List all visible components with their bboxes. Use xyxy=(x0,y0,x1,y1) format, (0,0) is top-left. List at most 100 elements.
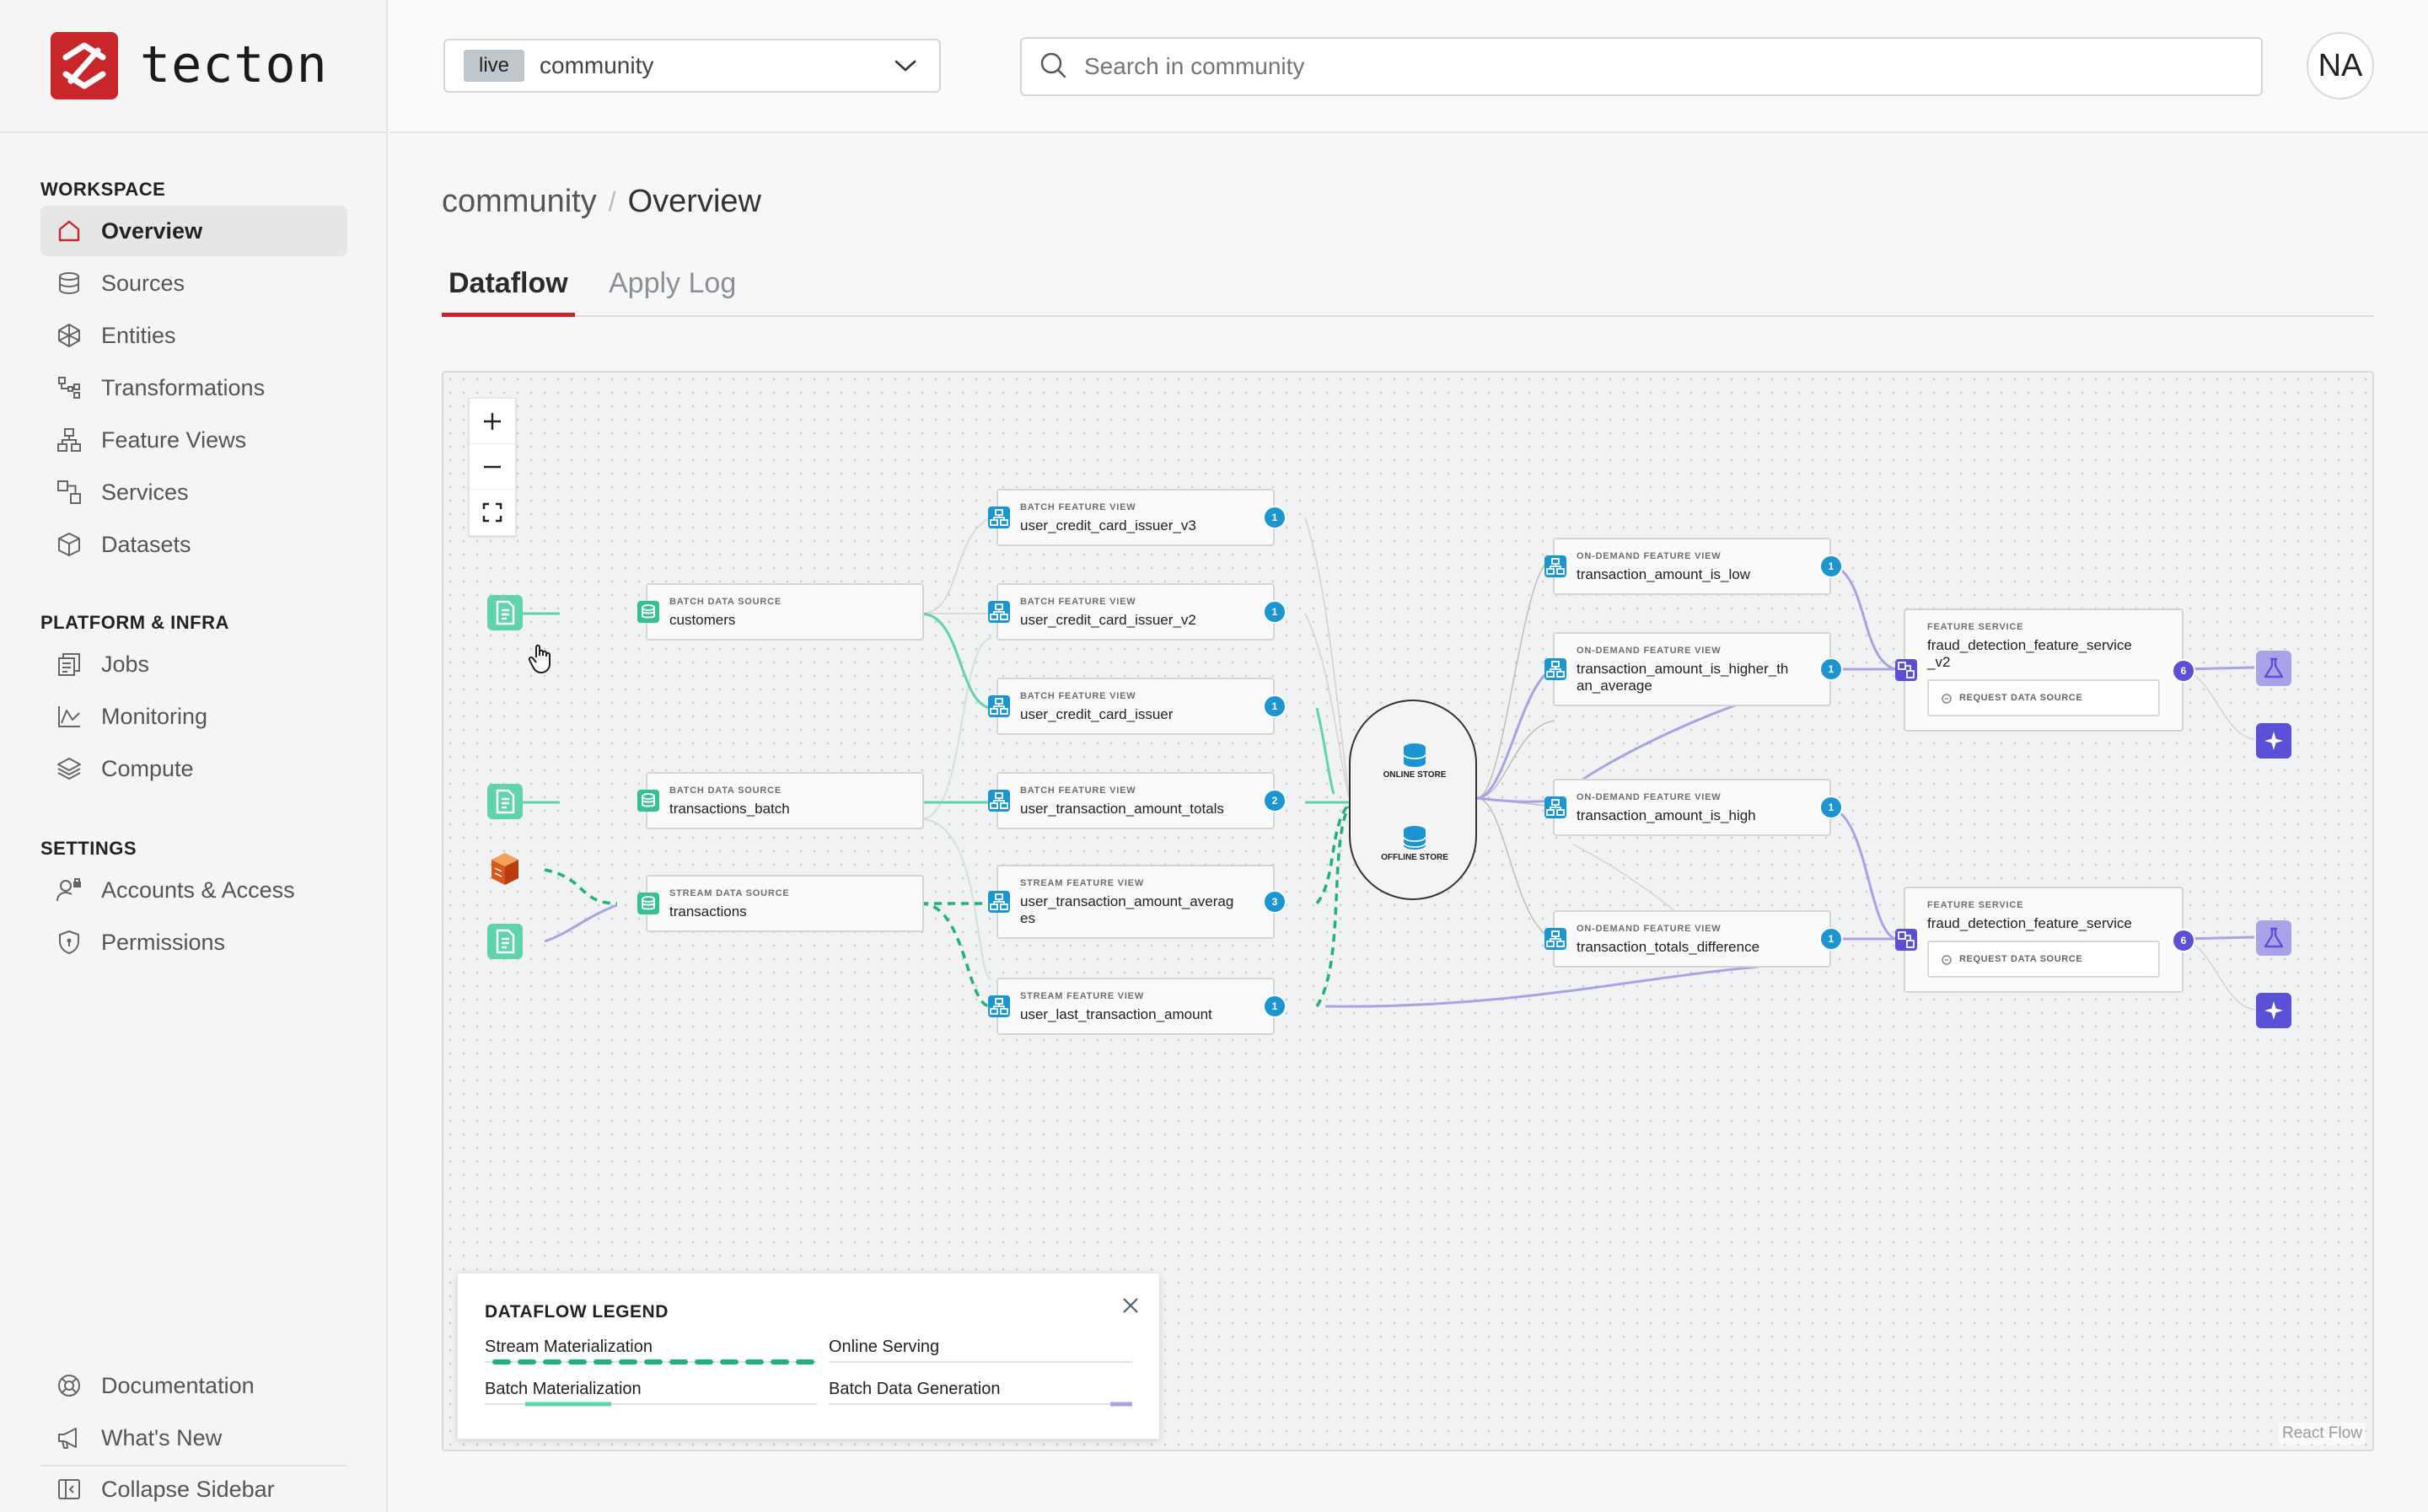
feature-count-badge: 1 xyxy=(1263,506,1287,529)
feature-view-icon xyxy=(1544,555,1566,577)
sidebar-divider xyxy=(40,1465,347,1466)
feature-count-badge: 1 xyxy=(1263,600,1287,624)
dataflow-canvas[interactable]: BATCH DATA SOURCE customers BATCH DATA S… xyxy=(442,371,2374,1451)
file-source-icon[interactable] xyxy=(487,924,523,959)
close-icon[interactable] xyxy=(1115,1290,1146,1321)
online-serving-sparkle-icon[interactable] xyxy=(2256,723,2291,759)
tab-apply-log[interactable]: Apply Log xyxy=(609,267,737,299)
feature-view-icon xyxy=(1544,796,1566,818)
node-type: STREAM FEATURE VIEW xyxy=(1020,878,1144,888)
avatar[interactable]: NA xyxy=(2307,32,2374,99)
request-data-source[interactable]: REQUEST DATA SOURCE xyxy=(1927,679,2160,716)
breadcrumb-workspace[interactable]: community xyxy=(442,184,597,219)
sidebar-item-label: Permissions xyxy=(101,929,226,955)
legend-stream-label: Stream Materialization xyxy=(485,1338,653,1356)
edge xyxy=(1304,613,1350,799)
node-type: STREAM DATA SOURCE xyxy=(669,888,790,898)
node-on-demand-amount-is-high[interactable]: ON-DEMAND FEATURE VIEW transaction_amoun… xyxy=(1544,779,1843,836)
node-feature-view-issuer-v3[interactable]: BATCH FEATURE VIEW user_credit_card_issu… xyxy=(988,489,1287,546)
sidebar-item-jobs[interactable]: Jobs xyxy=(40,639,347,689)
sidebar-item-label: Monitoring xyxy=(101,703,208,729)
legend-stream-line xyxy=(492,1359,817,1365)
sidebar-item-permissions[interactable]: Permissions xyxy=(40,917,347,968)
node-type: BATCH DATA SOURCE xyxy=(669,597,782,607)
workspace-selector[interactable]: live community xyxy=(443,39,941,93)
node-on-demand-amount-is-higher-than-average[interactable]: ON-DEMAND FEATURE VIEW transaction_amoun… xyxy=(1544,632,1843,706)
node-on-demand-amount-is-low[interactable]: ON-DEMAND FEATURE VIEW transaction_amoun… xyxy=(1544,538,1843,595)
database-icon xyxy=(54,268,84,298)
zoom-in-button[interactable] xyxy=(470,399,515,444)
sidebar-item-label: Sources xyxy=(101,270,185,296)
edge xyxy=(920,902,991,1008)
feature-service-icon xyxy=(1895,659,1917,681)
node-type: BATCH FEATURE VIEW xyxy=(1020,785,1136,796)
node-feature-service-v2[interactable]: FEATURE SERVICE fraud_detection_feature_… xyxy=(1895,609,2195,732)
search-input[interactable] xyxy=(1084,53,2180,80)
node-name: user_transaction_amount_totals xyxy=(1020,801,1224,817)
page-title: Overview xyxy=(627,184,761,219)
edge xyxy=(1304,517,1350,795)
feature-view-icon xyxy=(988,995,1010,1017)
node-stream-feature-view-last-amount[interactable]: STREAM FEATURE VIEW user_last_transactio… xyxy=(988,978,1287,1035)
sidebar-item-whats-new[interactable]: What's New xyxy=(40,1413,347,1463)
node-name: user_credit_card_issuer_v2 xyxy=(1020,612,1196,628)
sidebar-item-documentation[interactable]: Documentation xyxy=(40,1360,347,1411)
training-flask-icon[interactable] xyxy=(2256,920,2291,956)
tab-dataflow[interactable]: Dataflow xyxy=(442,261,575,317)
search-box[interactable] xyxy=(1020,37,2263,96)
file-source-icon[interactable] xyxy=(487,784,523,819)
node-feature-view-issuer[interactable]: BATCH FEATURE VIEW user_credit_card_issu… xyxy=(988,678,1287,735)
fit-view-button[interactable] xyxy=(470,490,515,535)
sidebar-item-monitoring[interactable]: Monitoring xyxy=(40,691,347,742)
sidebar-item-datasets[interactable]: Datasets xyxy=(40,519,347,570)
node-stream-feature-view-averages[interactable]: STREAM FEATURE VIEW user_transaction_amo… xyxy=(988,865,1287,939)
sidebar-item-entities[interactable]: Entities xyxy=(40,310,347,361)
hand-cursor-icon xyxy=(528,642,556,678)
sidebar-item-label: Compute xyxy=(101,755,194,781)
online-store-label: ONLINE STORE xyxy=(1383,770,1447,780)
sidebar-item-feature-views[interactable]: Feature Views xyxy=(40,415,347,465)
node-feature-view-amount-totals[interactable]: BATCH FEATURE VIEW user_transaction_amou… xyxy=(988,772,1287,829)
edge xyxy=(920,612,991,710)
node-batch-source-customers[interactable]: BATCH DATA SOURCE customers xyxy=(637,583,924,641)
sidebar-item-label: Collapse Sidebar xyxy=(101,1476,275,1502)
box-icon xyxy=(54,529,84,560)
lifebuoy-icon xyxy=(54,1370,84,1401)
sidebar-item-overview[interactable]: Overview xyxy=(40,206,347,256)
file-source-icon[interactable] xyxy=(487,595,523,630)
sidebar-item-compute[interactable]: Compute xyxy=(40,743,347,794)
sidebar-item-collapse[interactable]: Collapse Sidebar xyxy=(40,1466,347,1512)
breadcrumb: community / Overview xyxy=(442,184,761,220)
sidebar-item-sources[interactable]: Sources xyxy=(40,258,347,308)
node-feature-view-issuer-v2[interactable]: BATCH FEATURE VIEW user_credit_card_issu… xyxy=(988,583,1287,641)
node-stream-source-transactions[interactable]: STREAM DATA SOURCE transactions xyxy=(637,875,924,932)
edge xyxy=(1830,563,1896,671)
node-on-demand-totals-difference[interactable]: ON-DEMAND FEATURE VIEW transaction_total… xyxy=(1544,910,1843,968)
cube-net-icon xyxy=(54,320,84,351)
megaphone-icon xyxy=(54,1423,84,1453)
node-batch-source-transactions-batch[interactable]: BATCH DATA SOURCE transactions_batch xyxy=(637,772,924,829)
workspace-name: community xyxy=(540,52,654,78)
feature-count-badge: 1 xyxy=(1819,657,1843,681)
tecton-logo-icon[interactable] xyxy=(51,32,118,99)
online-serving-sparkle-icon[interactable] xyxy=(2256,993,2291,1028)
node-feature-service[interactable]: FEATURE SERVICE fraud_detection_feature_… xyxy=(1895,887,2195,993)
edge xyxy=(544,903,618,943)
zoom-out-button[interactable] xyxy=(470,444,515,490)
sidebar-item-services[interactable]: Services xyxy=(40,467,347,517)
sidebar-item-accounts-access[interactable]: Accounts & Access xyxy=(40,865,347,915)
react-flow-attribution[interactable]: React Flow xyxy=(2278,1423,2366,1445)
kinesis-stream-icon[interactable] xyxy=(487,851,523,887)
legend-track xyxy=(829,1403,1132,1405)
training-flask-icon[interactable] xyxy=(2256,651,2291,686)
sidebar-item-transformations[interactable]: Transformations xyxy=(40,362,347,413)
edge xyxy=(1572,844,1680,916)
node-type: ON-DEMAND FEATURE VIEW xyxy=(1577,551,1722,561)
legend-track xyxy=(829,1361,1132,1363)
node-name: transaction_amount_is_higher_th an_avera… xyxy=(1577,661,1789,694)
home-icon xyxy=(54,216,84,246)
node-name: user_credit_card_issuer_v3 xyxy=(1020,517,1196,533)
store-pill[interactable]: ONLINE STORE OFFLINE STORE xyxy=(1349,700,1477,900)
request-data-source[interactable]: REQUEST DATA SOURCE xyxy=(1927,941,2160,978)
request-source-icon xyxy=(1942,694,1952,704)
